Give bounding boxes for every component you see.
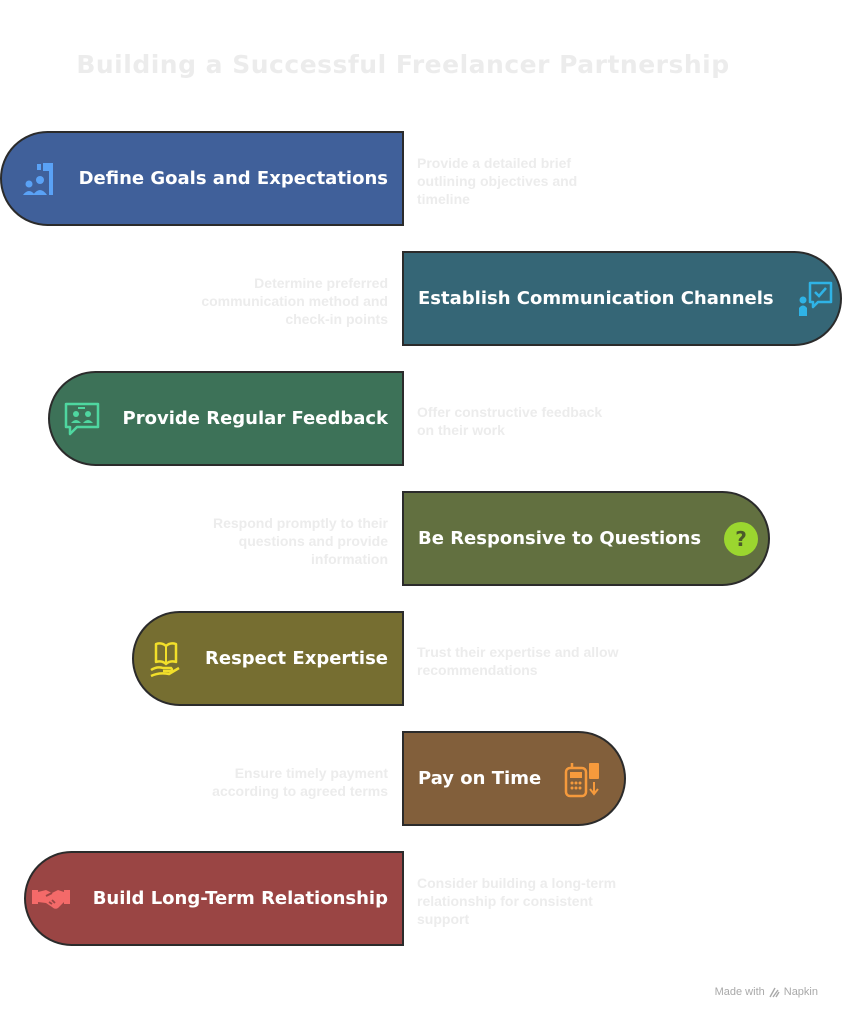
question-icon: ? [723,521,759,557]
step-pay-on-time: Pay on Time [402,731,626,826]
step-be-responsive: Be Responsive to Questions ? [402,491,770,586]
chat-check-icon [796,280,834,318]
step-respect-expertise: Respect Expertise [132,611,404,706]
step-define-goals: Define Goals and Expectations [0,131,404,226]
step-label: Be Responsive to Questions [418,528,702,549]
step-label: Define Goals and Expectations [78,168,388,189]
book-hand-icon [149,640,183,678]
step-description: Trust their expertise and allow recommen… [417,644,619,678]
step-label: Pay on Time [418,768,542,789]
step-description: Ensure timely payment according to agree… [212,765,388,799]
step-provide-feedback: Provide Regular Feedback [48,371,404,466]
step-description: Determine preferred communication method… [201,275,388,327]
step-description: Respond promptly to their questions and … [213,515,388,567]
step-description: Offer constructive feedback on their wor… [417,404,603,438]
step-label: Provide Regular Feedback [122,408,388,429]
feedback-icon [63,401,101,437]
napkin-footer: Made with Napkin [715,986,818,998]
step-build-relationship: Build Long-Term Relationship [24,851,404,946]
diagram-title: Building a Successful Freelancer Partner… [76,50,730,79]
napkin-logo-icon [769,987,780,998]
svg-text:?: ? [735,527,747,551]
step-description: Provide a detailed brief outlining objec… [417,155,578,207]
step-establish-communication: Establish Communication Channels [402,251,842,346]
step-label: Build Long-Term Relationship [92,888,388,909]
payment-terminal-icon [563,760,601,798]
step-description: Consider building a long-term relationsh… [417,875,617,927]
team-goal-icon [21,161,57,197]
made-with-text: Made with [714,986,765,998]
step-label: Establish Communication Channels [418,288,774,309]
napkin-brand: Napkin [783,986,818,998]
step-label: Respect Expertise [205,648,388,669]
handshake-icon [31,884,71,914]
